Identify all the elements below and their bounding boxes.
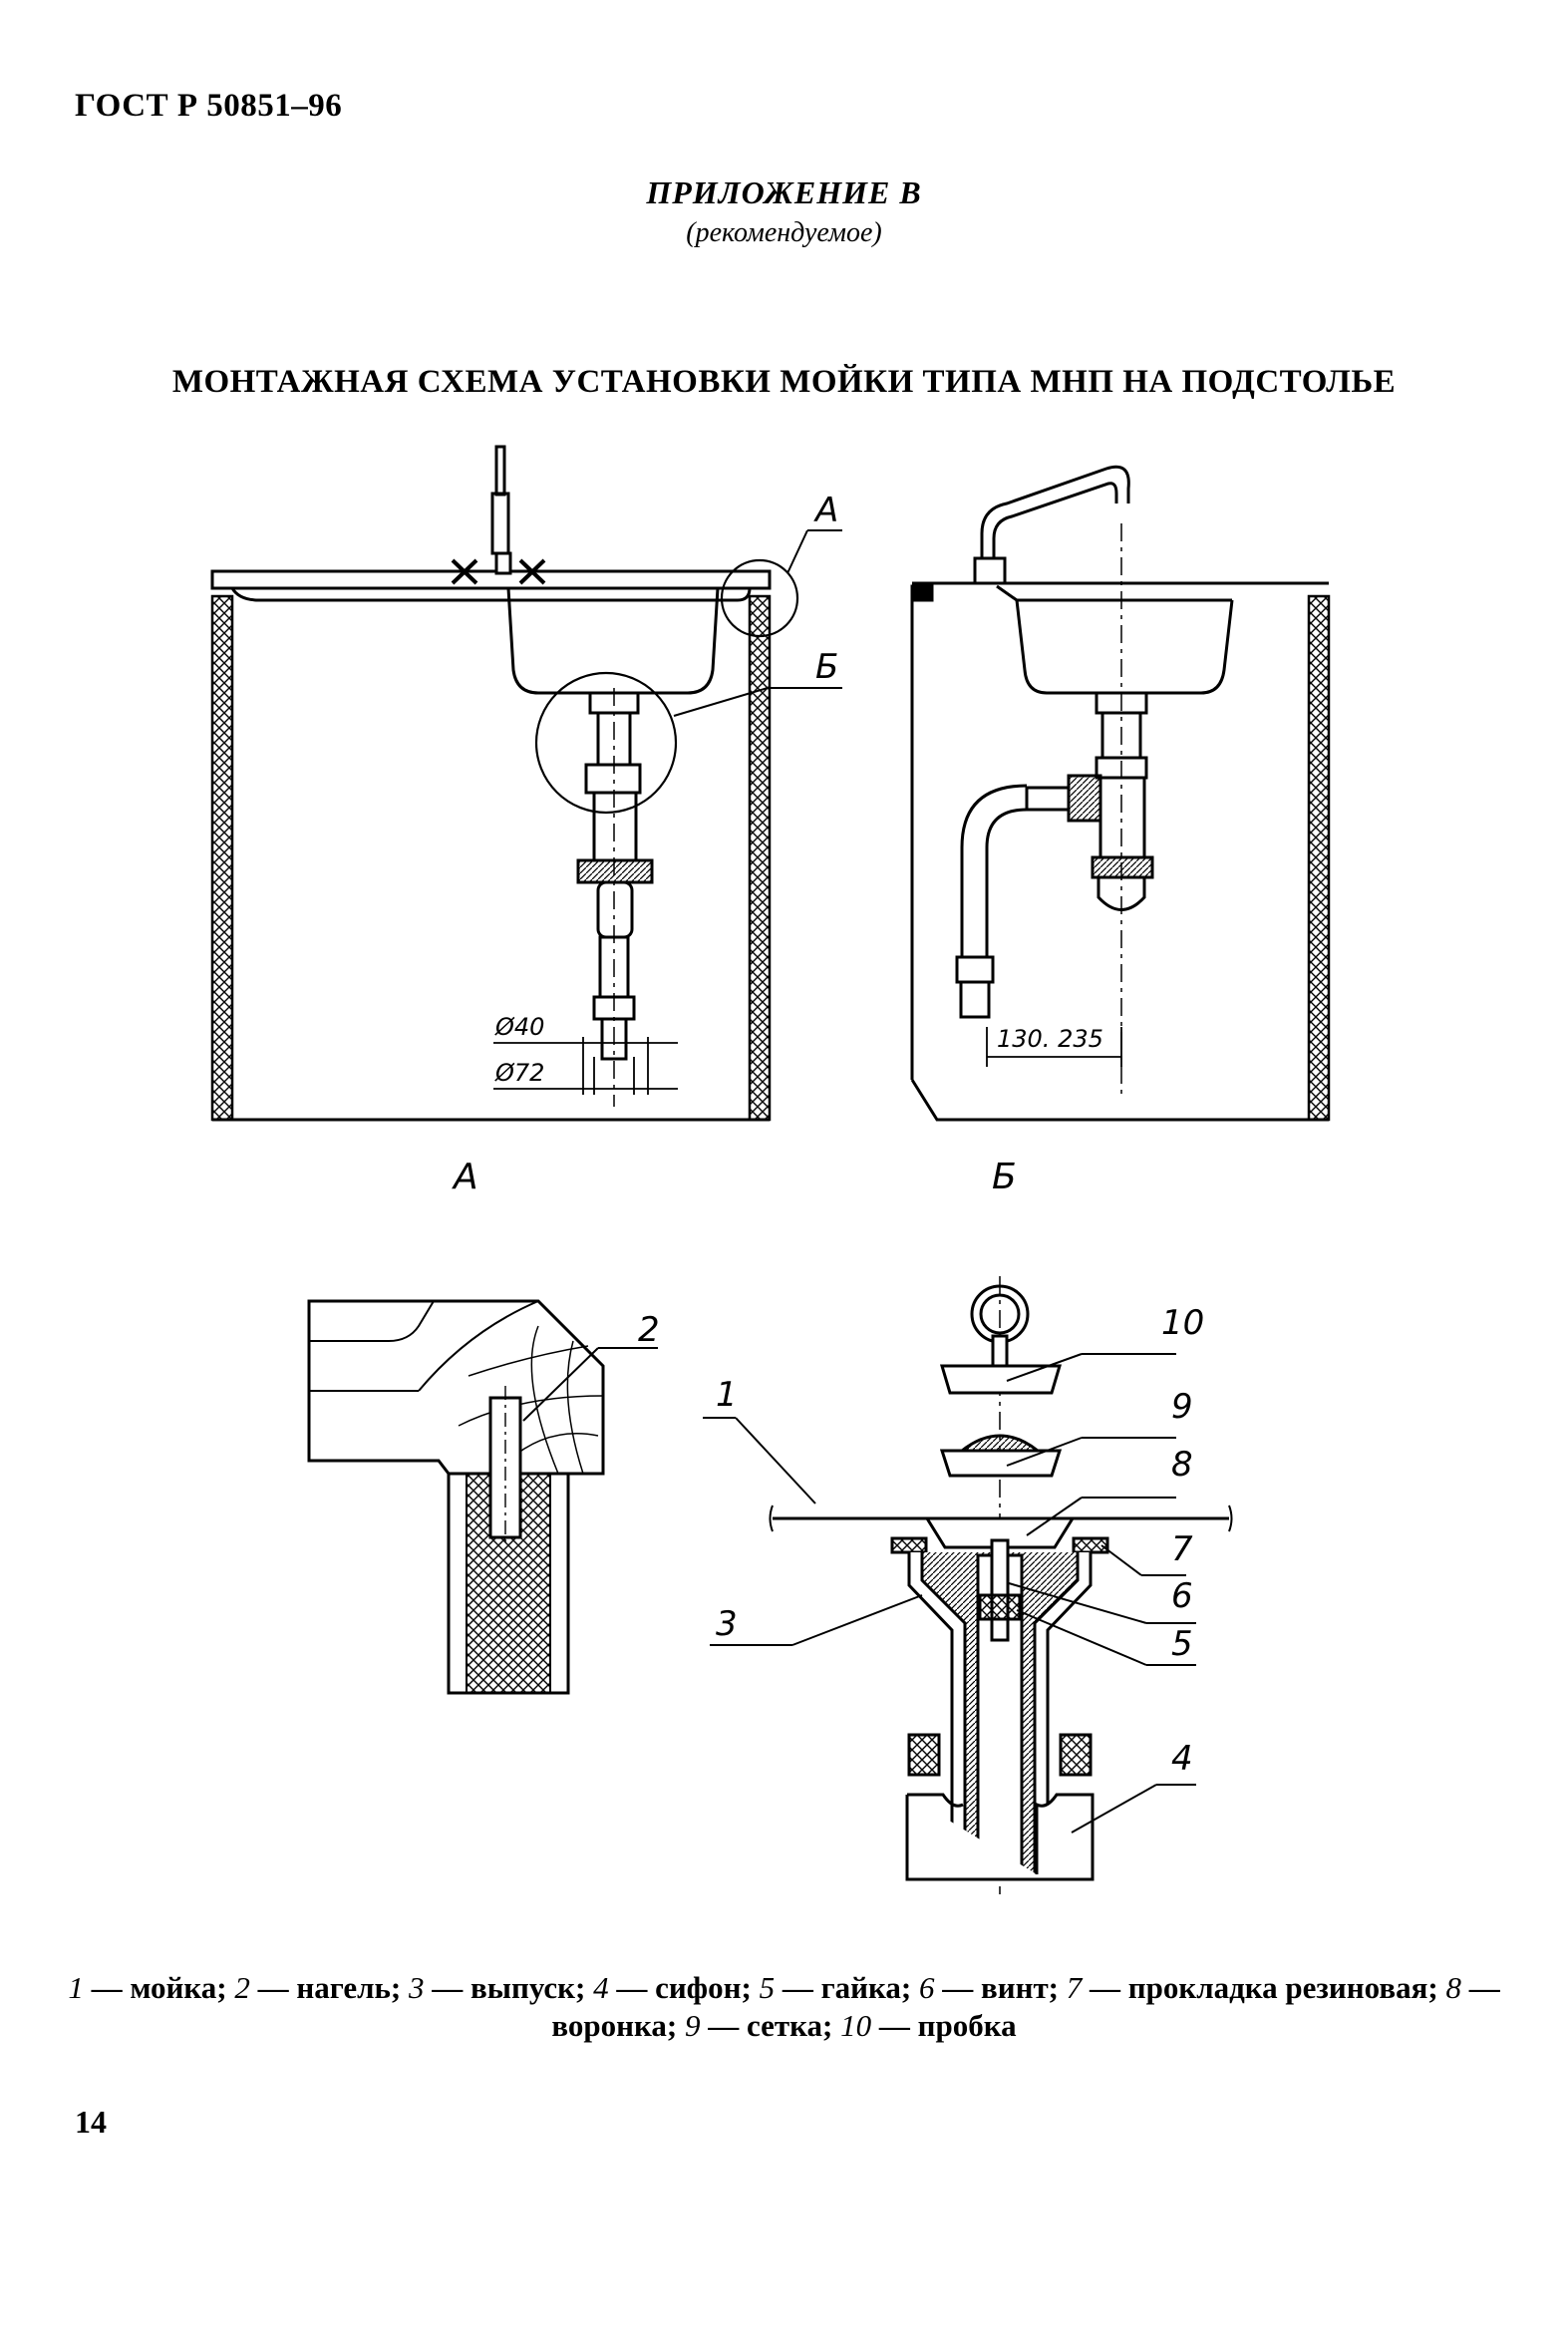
legend-item: 7 — прокладка резиновая; xyxy=(1066,1970,1446,2005)
figure-side-view xyxy=(910,465,1331,1122)
detail-b-label-6: 6 xyxy=(1171,1576,1193,1616)
legend-item: 8 — воронка; xyxy=(551,1970,1500,2043)
detail-b xyxy=(703,1276,1233,1894)
figure-front-view xyxy=(210,445,842,1122)
legend: 1 — мойка; 2 — нагель; 3 — выпуск; 4 — с… xyxy=(60,1969,1508,2045)
legend-item: 2 — нагель; xyxy=(234,1970,410,2005)
detail-a-label-2: 2 xyxy=(638,1310,660,1350)
detail-b-label-10: 10 xyxy=(1161,1303,1204,1343)
detail-b-label-3: 3 xyxy=(716,1604,738,1644)
legend-item: 4 — сифон; xyxy=(593,1970,760,2005)
detail-b-label-5: 5 xyxy=(1171,1624,1193,1664)
page-title: МОНТАЖНАЯ СХЕМА УСТАНОВКИ МОЙКИ ТИПА МНП… xyxy=(171,364,1397,400)
detail-b-label-8: 8 xyxy=(1171,1445,1193,1485)
dimension-large-diameter: Ø72 xyxy=(494,1059,544,1087)
legend-item: 6 — винт; xyxy=(918,1970,1067,2005)
legend-item: 9 — сетка; xyxy=(685,2008,841,2043)
detail-b-label-1: 1 xyxy=(716,1375,738,1415)
dimension-small-diameter: Ø40 xyxy=(494,1013,544,1041)
appendix-title: ПРИЛОЖЕНИЕ В xyxy=(646,174,922,210)
figure-b-caption: Б xyxy=(992,1157,1017,1197)
legend-item: 10 — пробка xyxy=(840,2008,1017,2043)
detail-b-label-7: 7 xyxy=(1171,1529,1193,1569)
legend-item: 3 — выпуск; xyxy=(409,1970,594,2005)
callout-b-label: Б xyxy=(815,647,838,687)
detail-a xyxy=(307,1299,658,1695)
legend-item: 5 — гайка; xyxy=(759,1970,919,2005)
callout-a-label: А xyxy=(813,491,838,530)
legend-item: 1 — мойка; xyxy=(68,1970,235,2005)
detail-b-label-9: 9 xyxy=(1171,1387,1193,1427)
detail-b-label-4: 4 xyxy=(1171,1739,1193,1779)
figure-a-caption: А xyxy=(452,1157,478,1197)
dimension-range: 130. 235 xyxy=(997,1025,1103,1053)
appendix-subtitle: (рекомендуемое) xyxy=(686,217,882,248)
standard-code: ГОСТ Р 50851–96 xyxy=(75,88,343,124)
page-number: 14 xyxy=(75,2104,107,2140)
